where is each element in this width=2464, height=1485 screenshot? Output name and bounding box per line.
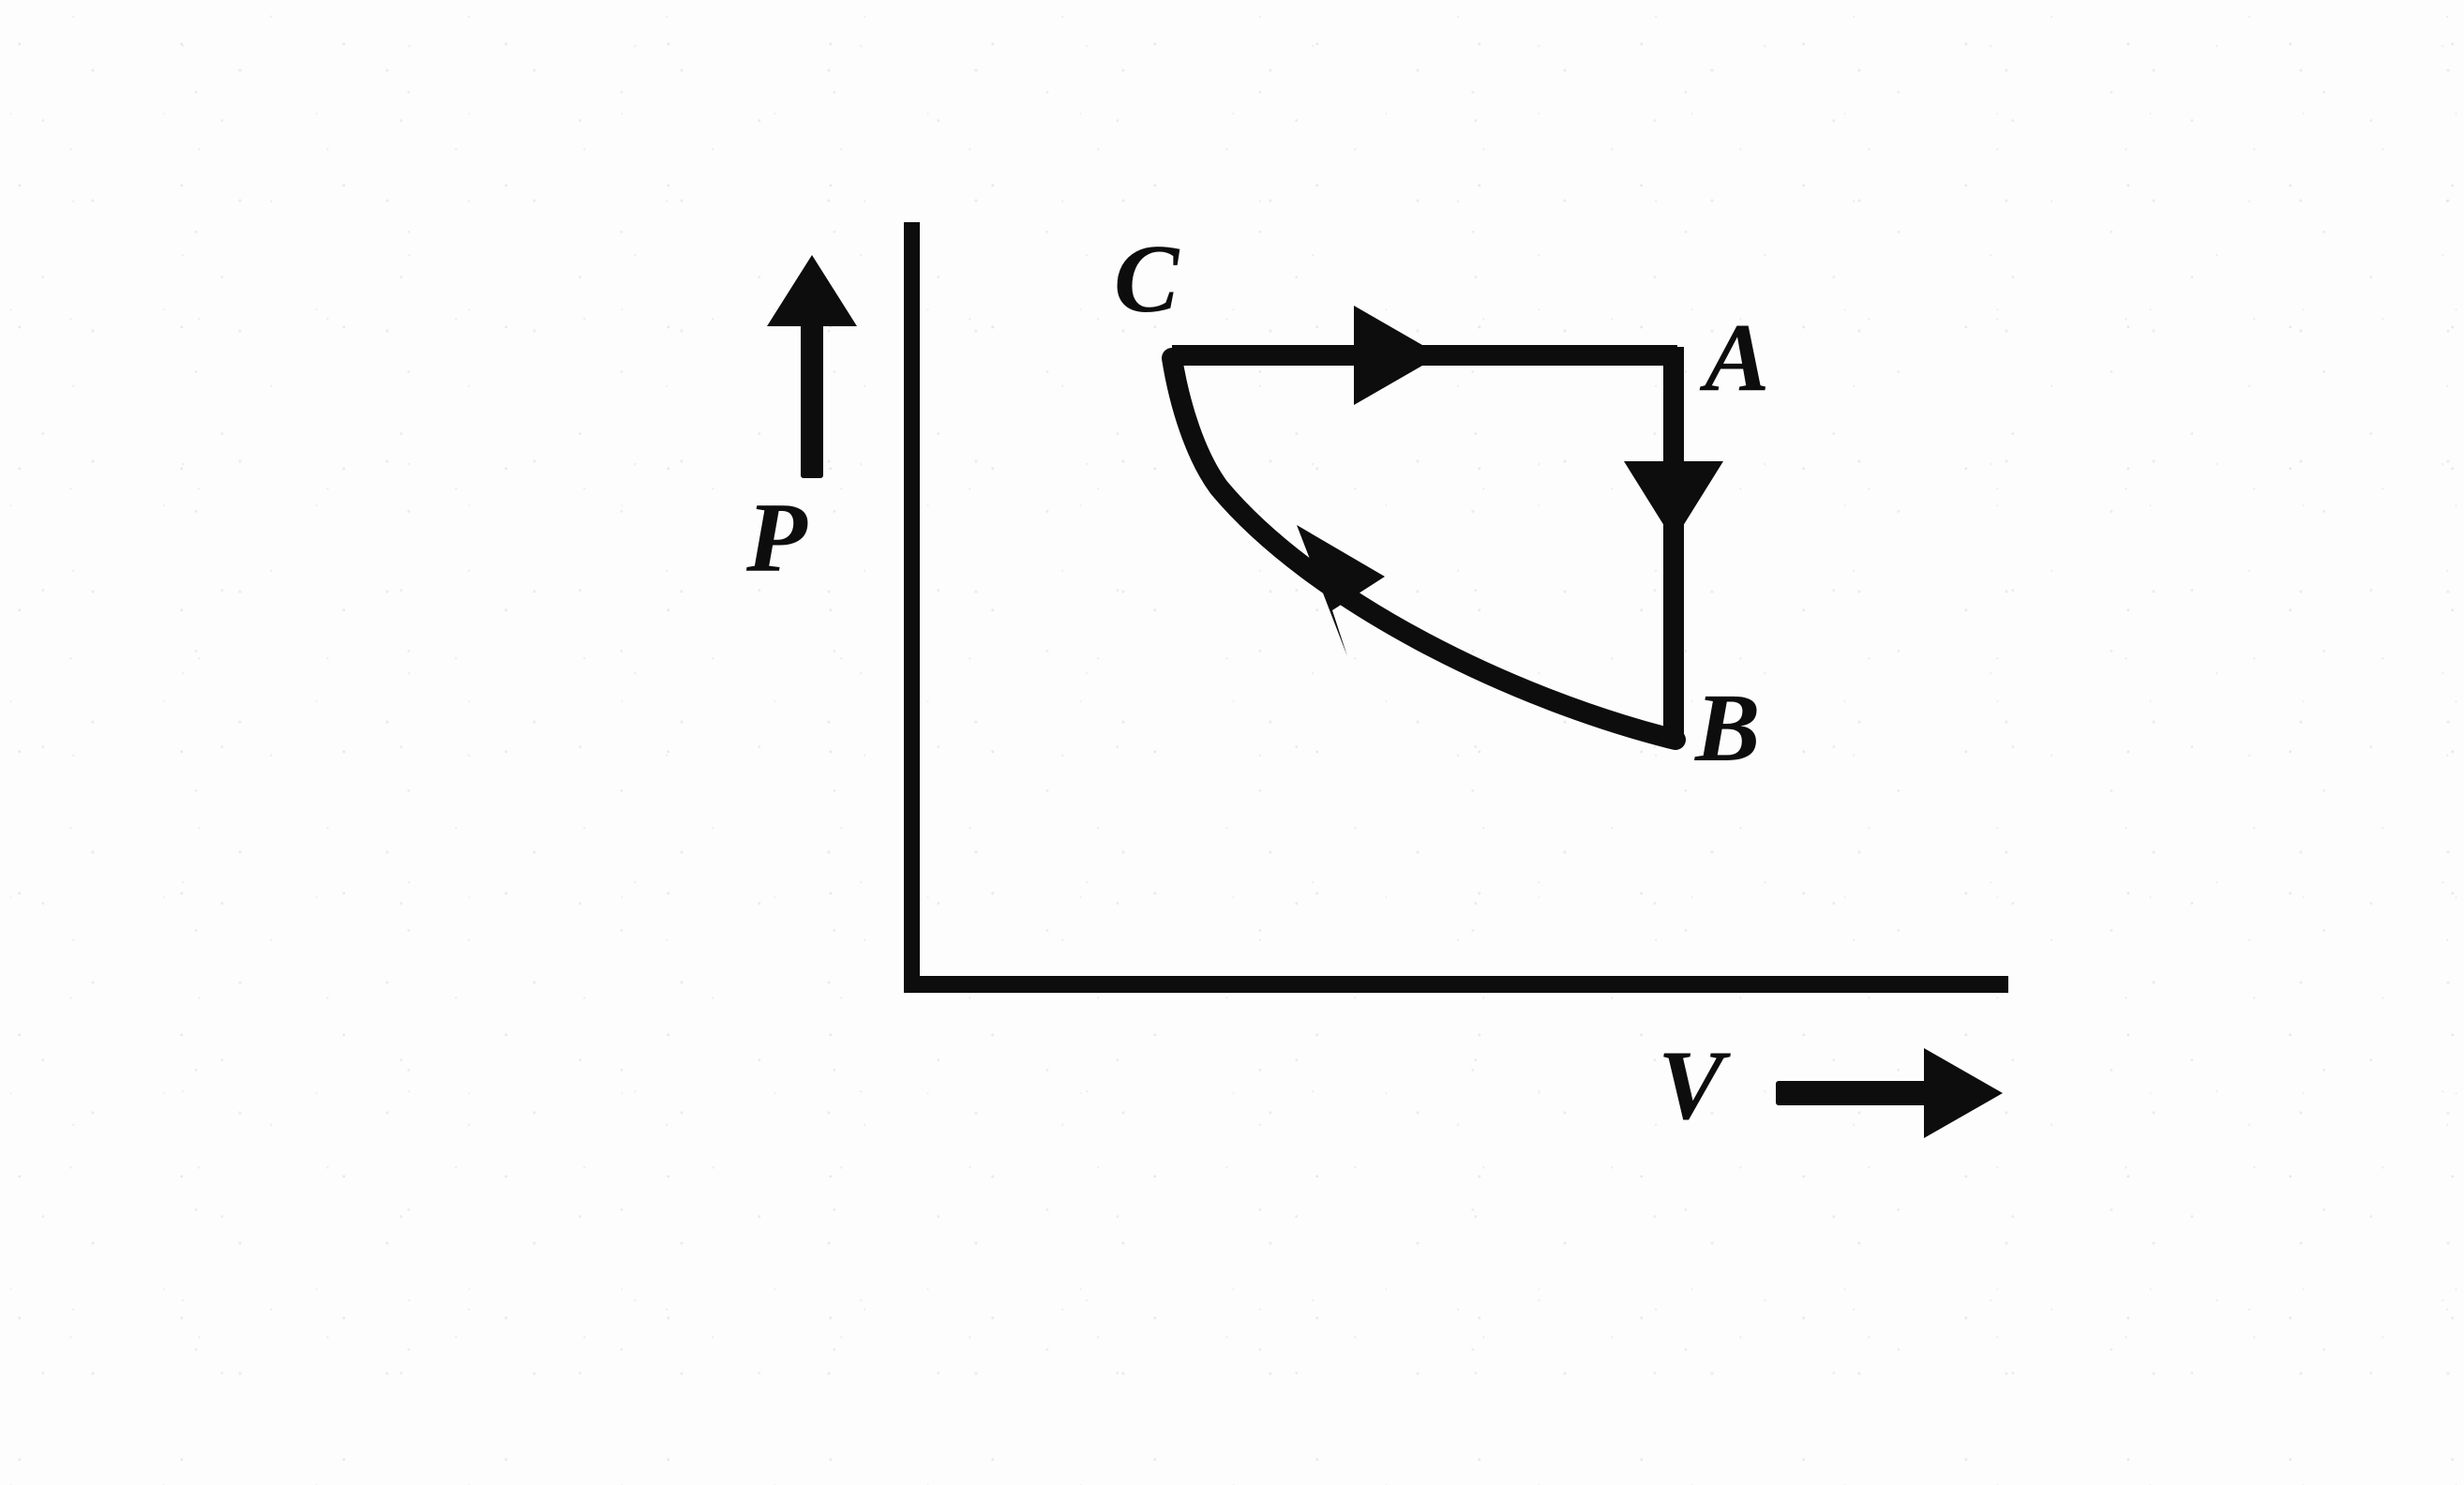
arrow-right-icon <box>1776 1048 2003 1138</box>
y-axis-line <box>904 222 920 989</box>
process-arrow-right-icon <box>1354 306 1440 405</box>
state-point-label-a: A <box>1705 304 1770 412</box>
process-A-to-B <box>1624 347 1723 741</box>
state-point-label-b: B <box>1695 674 1761 782</box>
process-C-to-A <box>1172 306 1677 405</box>
process-arrow-upleft-icon <box>1297 525 1385 656</box>
state-point-label-c: C <box>1114 225 1179 333</box>
process-B-to-C <box>1162 348 1686 750</box>
process-arrow-down-icon <box>1624 461 1723 541</box>
x-axis-label-volume: V <box>1658 1030 1724 1140</box>
arrow-up-icon <box>767 255 857 478</box>
x-axis-line <box>904 976 2008 993</box>
y-axis-label-pressure: P <box>746 483 807 592</box>
